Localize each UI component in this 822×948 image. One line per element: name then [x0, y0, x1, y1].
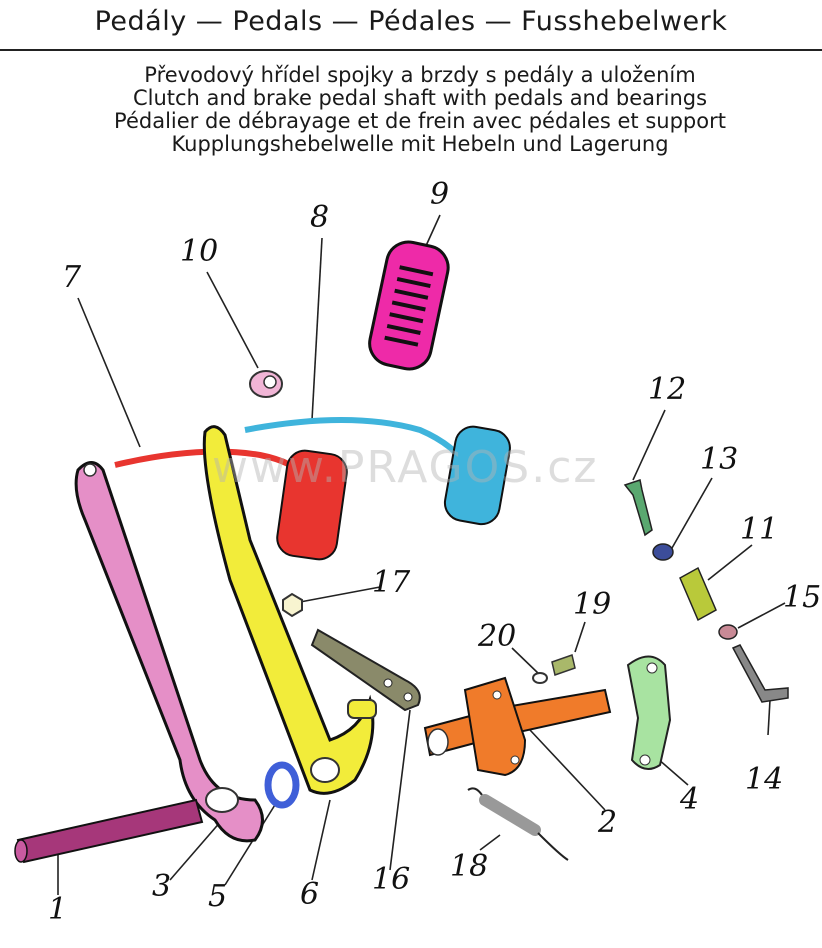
leader-9	[424, 214, 441, 249]
callout-6: 6	[300, 877, 320, 912]
bolt-19	[551, 654, 576, 676]
leader-18	[479, 834, 501, 851]
header: Pedály — Pedals — Pédales — Fusshebelwer…	[0, 0, 822, 52]
callout-3: 3	[152, 869, 172, 904]
subtitle-block: Převodový hřídel spojky a brzdy s pedály…	[40, 64, 800, 156]
callout-13: 13	[700, 442, 739, 477]
subtitle-czech: Převodový hřídel spojky a brzdy s pedály…	[144, 63, 696, 87]
leader-12	[632, 409, 666, 481]
leader-7	[77, 297, 141, 448]
nut-17	[282, 592, 303, 618]
watermark-text: www.PRAGOS.cz	[212, 442, 599, 493]
callout-12: 12	[648, 372, 687, 407]
leader-lines	[57, 214, 786, 895]
leader-20	[511, 647, 541, 676]
callout-18: 18	[450, 849, 489, 884]
leader-6	[311, 799, 331, 881]
callout-5: 5	[208, 879, 228, 914]
pedal-rod-8	[244, 417, 511, 526]
callout-2: 2	[598, 805, 618, 840]
bolt-14	[731, 644, 789, 703]
callout-1: 1	[48, 892, 68, 927]
washer-20	[532, 672, 548, 684]
subtitle-english: Clutch and brake pedal shaft with pedals…	[132, 86, 708, 110]
page-title: Pedály — Pedals — Pédales — Fusshebelwer…	[94, 6, 728, 37]
callout-17: 17	[372, 565, 411, 600]
sleeve-11	[679, 566, 717, 622]
leader-17	[299, 586, 381, 603]
pedal-pad-9	[368, 240, 450, 371]
lever-4	[626, 655, 672, 770]
leader-19	[574, 621, 586, 653]
callout-16: 16	[372, 862, 411, 897]
leader-15	[737, 602, 786, 629]
callout-20: 20	[478, 619, 517, 654]
leader-2	[529, 729, 606, 811]
callout-4: 4	[680, 782, 700, 817]
callout-15: 15	[783, 580, 822, 615]
leader-11	[707, 544, 753, 581]
callout-19: 19	[573, 587, 612, 622]
bolt-12	[623, 479, 653, 537]
washer-5	[264, 761, 300, 809]
leader-10	[206, 271, 259, 369]
callout-9: 9	[430, 177, 450, 212]
pedal-shaft-1	[14, 798, 204, 864]
link-16	[310, 628, 421, 712]
callout-10: 10	[180, 234, 219, 269]
leader-8	[311, 237, 323, 421]
header-divider	[0, 49, 822, 51]
callout-11: 11	[740, 512, 779, 547]
clutch-pedal-arm	[74, 461, 264, 843]
leader-14	[767, 699, 771, 736]
leader-5	[224, 799, 279, 886]
pedal-rod-7	[114, 448, 348, 561]
brake-pedal-arm	[202, 425, 377, 795]
bushing-10	[249, 370, 283, 398]
leader-13	[671, 477, 713, 549]
callout-8: 8	[310, 200, 330, 235]
leader-3	[169, 819, 223, 881]
callout-14: 14	[745, 762, 784, 797]
bracket-2	[423, 676, 612, 777]
leader-16	[389, 709, 411, 871]
callout-7: 7	[62, 260, 82, 295]
nut-15	[718, 624, 738, 640]
nut-13	[652, 543, 674, 561]
subtitle-german: Kupplungshebelwelle mit Hebeln und Lager…	[171, 132, 669, 156]
spring-18	[467, 787, 569, 861]
subtitle-french: Pédalier de débrayage et de frein avec p…	[114, 109, 726, 133]
